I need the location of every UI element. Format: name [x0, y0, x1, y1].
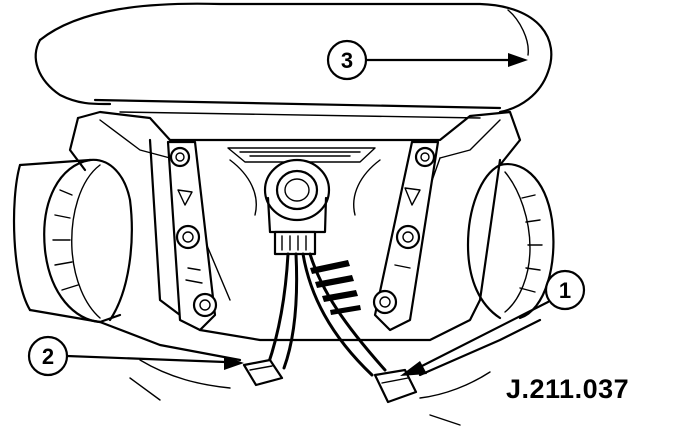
connector-right — [373, 368, 418, 404]
reference-code: J.211.037 — [506, 374, 630, 404]
connector-left — [242, 358, 284, 387]
hatched-detail — [310, 260, 361, 315]
callout-3-label: 3 — [341, 48, 353, 73]
callout-3: 3 — [326, 39, 528, 81]
steering-shaft-hub — [263, 158, 331, 234]
right-switch-bracket — [372, 140, 440, 332]
left-stalk — [12, 158, 133, 324]
callout-1-label: 1 — [559, 278, 571, 303]
steering-wheel-rim — [34, 2, 553, 119]
callout-1: 1 — [400, 269, 586, 376]
left-switch-bracket — [166, 140, 218, 332]
callout-2-label: 2 — [42, 344, 54, 369]
right-stalk — [466, 163, 555, 320]
callout-2: 2 — [27, 335, 244, 377]
lower-shroud — [98, 318, 542, 426]
wiring-harness — [266, 230, 387, 377]
